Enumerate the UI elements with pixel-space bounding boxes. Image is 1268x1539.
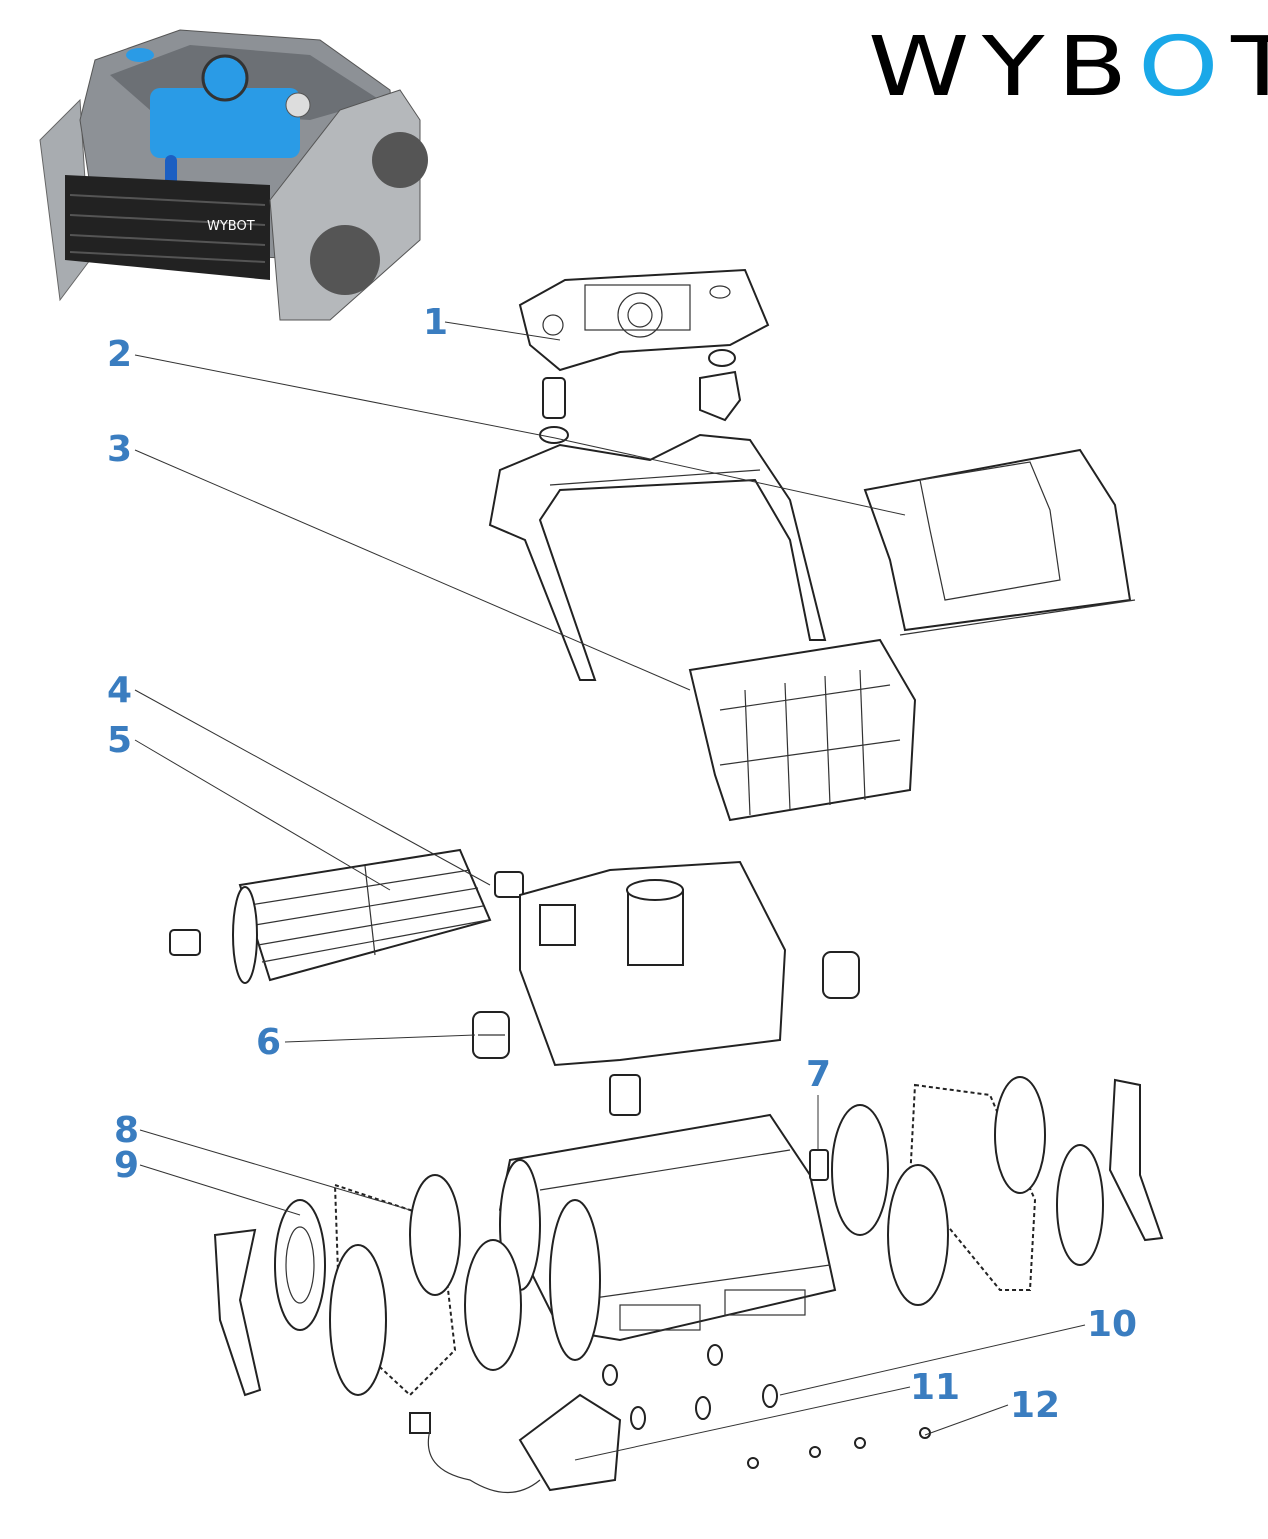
callout-7: 7 xyxy=(806,1054,832,1095)
part-left-wheels xyxy=(329,1174,522,1396)
wybot-logo: WYBOT xyxy=(868,20,1268,115)
part-left-rear-wheel xyxy=(274,1199,326,1331)
callout-10: 10 xyxy=(1087,1304,1138,1345)
part-drive-gear-left xyxy=(472,1011,510,1059)
part-screws xyxy=(747,1427,931,1469)
part-filter-basket xyxy=(688,638,917,822)
callout-11: 11 xyxy=(910,1367,961,1408)
part-brush-roller xyxy=(169,848,524,984)
callout-12: 12 xyxy=(1010,1385,1061,1426)
part-right-side-cover xyxy=(1108,1078,1164,1242)
callout-4: 4 xyxy=(107,670,133,711)
callout-9: 9 xyxy=(114,1145,140,1186)
callout-5: 5 xyxy=(107,720,133,761)
callout-1: 1 xyxy=(423,302,449,343)
part-body-frame xyxy=(488,433,827,681)
part-right-wheels xyxy=(887,1076,1104,1306)
part-front-window-cover xyxy=(863,448,1136,636)
logo-text-end: T xyxy=(1231,20,1268,115)
part-right-front-wheel xyxy=(809,1104,889,1236)
robot-product-image: WYBOT xyxy=(39,29,428,321)
part-chassis xyxy=(498,1113,837,1361)
logo-text-accent: O xyxy=(1137,20,1232,115)
part-top-lid xyxy=(518,268,770,372)
logo-text: WYB xyxy=(868,20,1138,115)
callout-6: 6 xyxy=(256,1022,282,1063)
callout-2: 2 xyxy=(107,334,133,375)
part-left-side-cover xyxy=(213,1228,262,1397)
callout-8: 8 xyxy=(114,1110,140,1151)
part-drive-gear-right xyxy=(822,951,860,999)
part-motor-pump-unit xyxy=(519,860,787,1116)
part-power-adapter xyxy=(409,1393,622,1493)
robot-badge: WYBOT xyxy=(207,219,255,234)
callout-3: 3 xyxy=(107,429,133,470)
part-small-rollers xyxy=(602,1344,778,1430)
leader-lines xyxy=(134,321,1086,1461)
